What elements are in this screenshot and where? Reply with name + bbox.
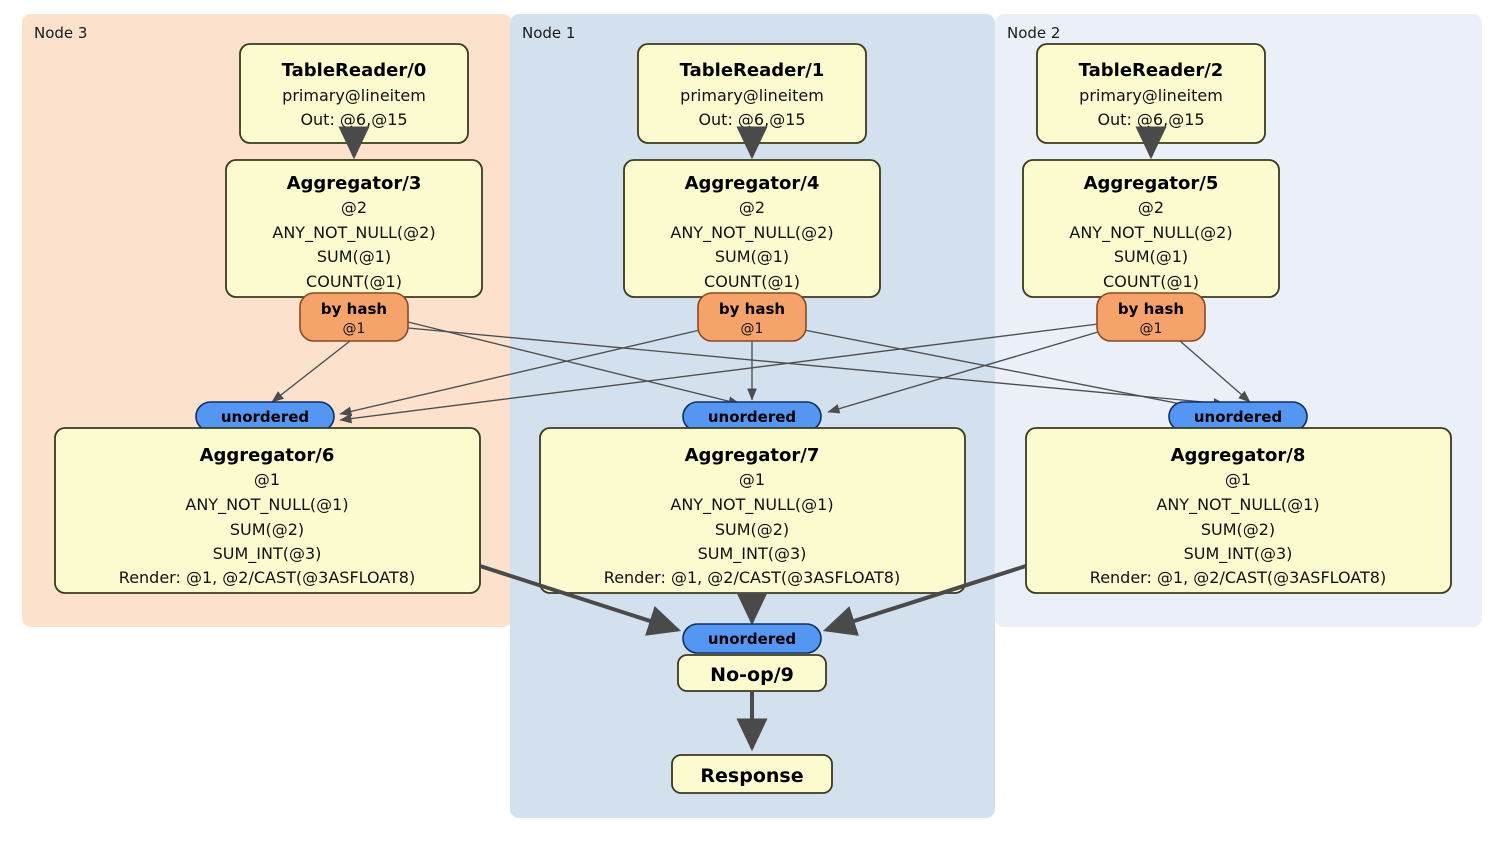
aggregator-8-line-3: SUM_INT(@3) (1184, 544, 1293, 564)
edge-hash1-un2 (803, 329, 1223, 415)
edge-hash2-un0 (339, 323, 1099, 424)
router-by-hash-1[interactable]: by hash @1 (697, 292, 807, 342)
processor-aggregator-3[interactable]: Aggregator/3 @2 ANY_NOT_NULL(@2) SUM(@1)… (225, 159, 483, 298)
tablereader-2-title: TableReader/2 (1079, 60, 1224, 81)
edge-agg8-unfinal (822, 564, 1027, 636)
aggregator-4-line-0: @2 (739, 198, 765, 217)
synchronizer-unordered-0[interactable]: unordered (195, 401, 335, 432)
processor-response[interactable]: Response (671, 754, 833, 794)
aggregator-5-title: Aggregator/5 (1084, 173, 1219, 194)
aggregator-3-line-2: SUM(@1) (317, 247, 391, 266)
edges-final-aggregators-to-unordered (479, 564, 1027, 636)
synchronizer-unordered-1[interactable]: unordered (682, 401, 822, 432)
edge-hash0-un2 (407, 327, 1226, 408)
processor-tablereader-0[interactable]: TableReader/0 primary@lineitem Out: @6,@… (239, 43, 469, 144)
by-hash-2-sub: @1 (1140, 321, 1163, 337)
aggregator-8-line-2: SUM(@2) (1201, 520, 1275, 539)
edges-hash-to-unordered (271, 321, 1251, 424)
aggregator-7-line-0: @1 (739, 470, 765, 489)
aggregator-6-line-2: SUM(@2) (230, 520, 304, 539)
unordered-0-label: unordered (221, 408, 309, 426)
aggregator-7-line-2: SUM(@2) (715, 520, 789, 539)
aggregator-6-line-4: Render: @1, @2/CAST(@3ASFLOAT8) (119, 568, 415, 587)
edge-hash0-un0 (271, 340, 351, 403)
tablereader-0-line-0: primary@lineitem (282, 86, 426, 105)
edge-agg6-unfinal (479, 564, 682, 636)
edge-hash2-un1 (827, 331, 1099, 414)
tablereader-0-title: TableReader/0 (282, 60, 427, 81)
processor-aggregator-4[interactable]: Aggregator/4 @2 ANY_NOT_NULL(@2) SUM(@1)… (623, 159, 881, 298)
aggregator-7-line-1: ANY_NOT_NULL(@1) (670, 495, 833, 515)
aggregator-7-line-4: Render: @1, @2/CAST(@3ASFLOAT8) (604, 568, 900, 587)
processor-tablereader-1[interactable]: TableReader/1 primary@lineitem Out: @6,@… (637, 43, 867, 144)
panel-label-node-3: Node 3 (34, 24, 87, 42)
aggregator-4-line-1: ANY_NOT_NULL(@2) (670, 223, 833, 243)
noop-9-title: No-op/9 (710, 664, 794, 686)
aggregator-5-line-2: SUM(@1) (1114, 247, 1188, 266)
edge-hash2-un2 (1179, 340, 1251, 403)
tablereader-1-line-0: primary@lineitem (680, 86, 824, 105)
by-hash-2-title: by hash (1118, 300, 1184, 318)
edge-hash0-un1 (407, 321, 741, 406)
aggregator-8-line-1: ANY_NOT_NULL(@1) (1156, 495, 1319, 515)
aggregator-7-title: Aggregator/7 (685, 445, 820, 466)
aggregator-4-title: Aggregator/4 (685, 173, 820, 194)
unordered-2-label: unordered (1194, 408, 1282, 426)
synchronizer-unordered-final[interactable]: unordered (682, 623, 822, 654)
panel-label-node-2: Node 2 (1007, 24, 1060, 42)
aggregator-6-line-1: ANY_NOT_NULL(@1) (185, 495, 348, 515)
processor-aggregator-6[interactable]: Aggregator/6 @1 ANY_NOT_NULL(@1) SUM(@2)… (54, 427, 481, 594)
processor-noop-9[interactable]: No-op/9 (677, 654, 827, 692)
by-hash-0-title: by hash (321, 300, 387, 318)
aggregator-3-line-0: @2 (341, 198, 367, 217)
aggregator-3-title: Aggregator/3 (287, 173, 422, 194)
panel-label-node-1: Node 1 (522, 24, 575, 42)
tablereader-1-line-1: Out: @6,@15 (698, 110, 805, 129)
tablereader-2-line-1: Out: @6,@15 (1097, 110, 1204, 129)
by-hash-0-sub: @1 (343, 321, 366, 337)
tablereader-0-line-1: Out: @6,@15 (300, 110, 407, 129)
processor-aggregator-8[interactable]: Aggregator/8 @1 ANY_NOT_NULL(@1) SUM(@2)… (1025, 427, 1452, 594)
tablereader-2-line-0: primary@lineitem (1079, 86, 1223, 105)
router-by-hash-0[interactable]: by hash @1 (299, 292, 409, 342)
aggregator-6-line-3: SUM_INT(@3) (213, 544, 322, 564)
unordered-final-label: unordered (708, 630, 796, 648)
aggregator-6-line-0: @1 (254, 470, 280, 489)
aggregator-8-line-0: @1 (1225, 470, 1251, 489)
aggregator-7-line-3: SUM_INT(@3) (698, 544, 807, 564)
by-hash-1-title: by hash (719, 300, 785, 318)
router-by-hash-2[interactable]: by hash @1 (1096, 292, 1206, 342)
aggregator-5-line-0: @2 (1138, 198, 1164, 217)
aggregator-3-line-3: COUNT(@1) (306, 272, 402, 291)
processor-aggregator-5[interactable]: Aggregator/5 @2 ANY_NOT_NULL(@2) SUM(@1)… (1022, 159, 1280, 298)
tablereader-1-title: TableReader/1 (680, 60, 825, 81)
aggregator-4-line-3: COUNT(@1) (704, 272, 800, 291)
edge-hash1-un0 (339, 329, 701, 417)
aggregator-8-line-4: Render: @1, @2/CAST(@3ASFLOAT8) (1090, 568, 1386, 587)
aggregator-5-line-1: ANY_NOT_NULL(@2) (1069, 223, 1232, 243)
aggregator-3-line-1: ANY_NOT_NULL(@2) (272, 223, 435, 243)
aggregator-6-title: Aggregator/6 (200, 445, 335, 466)
processor-aggregator-7[interactable]: Aggregator/7 @1 ANY_NOT_NULL(@1) SUM(@2)… (539, 427, 966, 594)
processor-tablereader-2[interactable]: TableReader/2 primary@lineitem Out: @6,@… (1036, 43, 1266, 144)
aggregator-8-title: Aggregator/8 (1171, 445, 1306, 466)
synchronizer-unordered-2[interactable]: unordered (1168, 401, 1308, 432)
aggregator-4-line-2: SUM(@1) (715, 247, 789, 266)
response-title: Response (700, 765, 803, 787)
aggregator-5-line-3: COUNT(@1) (1103, 272, 1199, 291)
by-hash-1-sub: @1 (741, 321, 764, 337)
unordered-1-label: unordered (708, 408, 796, 426)
